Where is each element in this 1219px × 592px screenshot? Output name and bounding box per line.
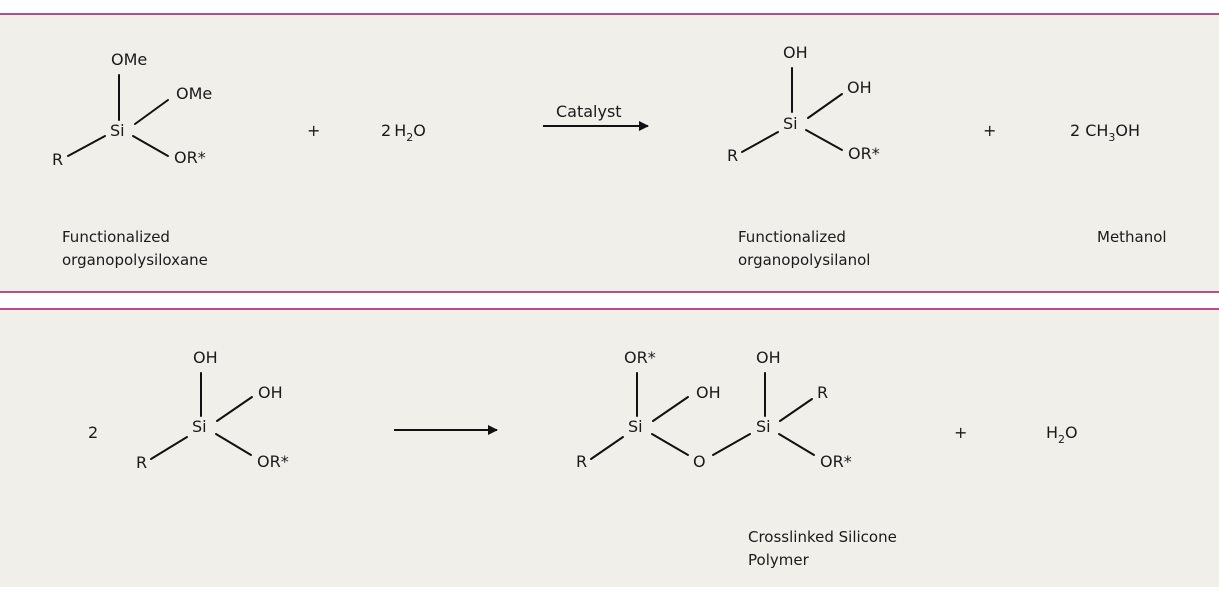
plus-sign-3: +	[954, 423, 967, 442]
water-coefficient: 2	[381, 121, 391, 140]
label-r: R	[136, 453, 147, 472]
bond-si-left	[67, 135, 106, 157]
water-subscript: 2	[1058, 433, 1065, 446]
label-si-left: Si	[628, 417, 643, 436]
label-si-right: Si	[756, 417, 771, 436]
methanol-ch: CH	[1085, 121, 1108, 140]
product-silanol: OH OH Si R OR*	[727, 43, 880, 165]
caption-silanol-line-1: Functionalized	[738, 228, 846, 246]
water-o: O	[1065, 423, 1078, 442]
label-or-star: OR*	[257, 452, 289, 471]
reactant-siloxane: OMe OMe Si R OR*	[52, 50, 212, 169]
bond-si-lower-right	[215, 433, 252, 456]
methanol-oh: OH	[1115, 121, 1140, 140]
label-or-star-right: OR*	[820, 452, 852, 471]
reactant-coefficient: 2	[88, 423, 98, 442]
methanol-formula: 2 CH3OH	[1070, 121, 1140, 144]
label-ome-top: OMe	[111, 50, 147, 69]
bond-right-si-upper-right	[779, 398, 813, 422]
caption-polymer-line-1: Crosslinked Silicone	[748, 528, 897, 546]
label-si: Si	[783, 114, 798, 133]
water-h: H	[1046, 423, 1058, 442]
water-subscript: 2	[406, 131, 413, 144]
label-or-star-left-top: OR*	[624, 348, 656, 367]
label-ome-right: OMe	[176, 84, 212, 103]
label-oh-right: OH	[258, 383, 283, 402]
crosslinked-polymer: OR* OH Si R O OH R Si OR*	[576, 348, 852, 471]
caption-methanol: Methanol	[1097, 228, 1167, 246]
label-r: R	[727, 146, 738, 165]
bond-bridge-right-si	[712, 433, 751, 456]
water-h: H	[394, 121, 406, 140]
panel-reaction-2	[0, 309, 1219, 587]
label-oh-right-top: OH	[756, 348, 781, 367]
methanol-coefficient: 2	[1070, 121, 1080, 140]
bond-si-upper-right	[134, 99, 169, 125]
bond-si-upper-right	[216, 396, 253, 422]
caption-silanol-line-2: organopolysilanol	[738, 251, 870, 269]
bond-left-si-upper-right	[652, 396, 689, 422]
plus-sign-2: +	[983, 121, 996, 140]
water-o: O	[413, 121, 426, 140]
water-product-formula: H2O	[1046, 423, 1078, 446]
catalyst-label: Catalyst	[556, 102, 622, 121]
bond-left-si-left	[590, 436, 624, 460]
caption-siloxane-line-2: organopolysiloxane	[62, 251, 208, 269]
label-si: Si	[110, 121, 125, 140]
bond-si-lower-right	[805, 129, 843, 151]
bond-si-left	[150, 436, 188, 460]
plus-sign-1: +	[307, 121, 320, 140]
panel-reaction-1	[0, 14, 1219, 292]
label-oh-top: OH	[193, 348, 218, 367]
label-oh-left: OH	[696, 383, 721, 402]
methanol-subscript: 3	[1108, 131, 1115, 144]
bond-left-si-bridge	[651, 433, 689, 456]
bond-si-upper-right	[807, 93, 843, 119]
caption-siloxane-line-1: Functionalized	[62, 228, 170, 246]
bond-si-lower-right	[132, 135, 169, 157]
label-oh-top: OH	[783, 43, 808, 62]
label-r-left: R	[576, 452, 587, 471]
label-or-star: OR*	[174, 148, 206, 167]
label-si: Si	[192, 417, 207, 436]
label-or-star: OR*	[848, 144, 880, 163]
caption-polymer-line-2: Polymer	[748, 551, 810, 569]
reactant-silanol: OH OH Si R OR*	[136, 348, 289, 472]
label-r-right: R	[817, 383, 828, 402]
label-bridge-o: O	[693, 452, 706, 471]
label-r: R	[52, 150, 63, 169]
bond-right-si-lower-right	[778, 433, 815, 456]
label-oh-right: OH	[847, 78, 872, 97]
bond-si-left	[741, 131, 779, 153]
